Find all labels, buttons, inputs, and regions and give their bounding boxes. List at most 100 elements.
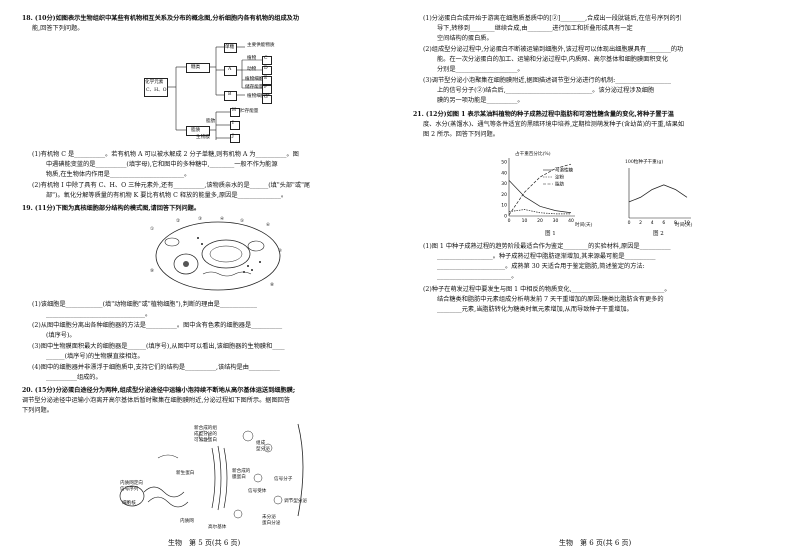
- node-e-box: [262, 76, 272, 85]
- chart1-xtick-label: 0: [508, 218, 511, 224]
- d-store1: 未分泌: [262, 515, 276, 520]
- d-store2: 蛋白分泌: [262, 521, 281, 526]
- r-l9: 膜的另一项功能是__________。: [437, 97, 524, 104]
- chart1-ytick-label: 40: [501, 170, 507, 176]
- q18-p2a: (2)有机物 I 中除了具有 C、H、O 三种元素外,还有__________,…: [32, 182, 311, 189]
- fig1-label: 图 1: [545, 231, 556, 237]
- chart1-legend-label: 脂肪: [555, 181, 564, 188]
- d-receptor: 信号受体: [248, 489, 267, 494]
- chart2-xtick-label: 6: [662, 220, 665, 226]
- r-l7: (3)调节型分泌小泡聚集在细胞膜附近,据图描述调节型分泌进行的机制:______…: [423, 77, 671, 84]
- q18-p2b: 部")。氧化分解等质量的有机物 K 要比有机物 C 释放的能量多,原因是____…: [46, 192, 288, 199]
- svg-text:④: ④: [220, 216, 224, 222]
- d-golgi: 高尔基体: [208, 525, 227, 530]
- chart1-series-line: [508, 163, 572, 216]
- node-g-label: G: [264, 95, 268, 100]
- q18-p1a: (1)有机物 C 是__________。若有机物 A 可以被水解成 2 分子单…: [32, 151, 299, 158]
- q19-p1b: ________________________________。: [46, 311, 152, 318]
- node-j-label: J: [232, 134, 234, 139]
- sugar-box: [186, 63, 210, 73]
- r-l4: (2)组成型分泌过程中,分泌蛋白不断被运输到细胞外,该过程可以体现出细胞膜具有_…: [423, 46, 684, 53]
- node-e-label: E: [264, 76, 268, 81]
- q18-intro: 18. (10分)如图表示生物组织中某些有机物相互关系及分布的概念图,分析细胞内…: [22, 15, 300, 22]
- svg-text:⑤: ⑤: [240, 218, 244, 224]
- d-er: 内质网: [180, 519, 194, 524]
- d-new1: 新合成的组: [194, 426, 217, 431]
- r-l2: 导下,转移到________继续合成,由________进行加工和折叠形成具有一…: [437, 25, 633, 32]
- r-l8: 上的信号分子(②)结合后,___________________________…: [437, 87, 655, 94]
- node-h-label: H: [232, 108, 237, 113]
- main-energy-label: 主要供能物质: [247, 43, 275, 48]
- right-footer: 生物 第 6 页(共 6 页): [559, 539, 632, 547]
- monosac-label: 单糖: [225, 45, 235, 50]
- d-signal: 信号分子: [274, 477, 293, 482]
- q20-secretion-diagram: [119, 423, 304, 519]
- q21-p2c: ________元素,当脂肪转化为糖类时氧元素增加,从而导致种子干重增加。: [437, 306, 633, 313]
- right-page: (1)分泌蛋白合成开始于游离在细胞质基质中的[②]________,合成出一段肽…: [397, 0, 794, 560]
- sugar-label: 糖类: [191, 65, 201, 70]
- r-l3: 空间结构的蛋白质。: [437, 35, 493, 42]
- chart2-xtick-label: 0: [628, 220, 631, 226]
- r-l6: 分别是____________________。: [437, 66, 524, 73]
- left-footer: 生物 第 5 页(共 6 页): [168, 539, 241, 547]
- chart1-xtick-label: 30: [553, 218, 559, 224]
- chart1-ytick-label: 10: [501, 203, 507, 209]
- q18-p1c: 物质,在生物体内作用是________________________。: [46, 171, 191, 178]
- q19-p4b: __________组成的。: [46, 374, 102, 381]
- d-er2: 信号序列: [120, 487, 139, 492]
- svg-text:⑦: ⑦: [278, 248, 282, 254]
- svg-text:⑨: ⑨: [150, 268, 154, 274]
- plant-label: 植物: [247, 56, 257, 61]
- chart1-legend-label: 淀粉: [555, 174, 564, 181]
- d-const2: 型分泌: [256, 447, 270, 452]
- monosac-box: [224, 43, 237, 53]
- node-h-box: [230, 108, 240, 117]
- chart1-ytick-label: 20: [501, 192, 507, 198]
- q21-p1b: __________________。种子成熟过程中脂肪逐渐增加,其来源最可能是…: [437, 253, 656, 260]
- node-i-label: I: [232, 121, 234, 126]
- d-reg: 调节型分泌: [284, 499, 307, 504]
- lipid-label: 脂质: [191, 128, 201, 133]
- chart1-series-line: [508, 180, 572, 214]
- q21-p1d: ________________________。: [437, 273, 518, 280]
- d-nucleus: 细胞核: [122, 501, 136, 506]
- node-c-label: C: [264, 56, 268, 61]
- node-j-box: [230, 134, 240, 143]
- q19-p1: (1)该细胞是____________(填"动物细胞"或"植物细胞"),判断的理…: [32, 301, 257, 308]
- q21-intro-3: 图 2 所示。回答下列问题。: [423, 131, 499, 138]
- node-b-label: B: [228, 92, 232, 97]
- c1-ylabel: 占干重百分比(%): [515, 152, 551, 157]
- left-page: 18. (10分)如图表示生物组织中某些有机物相互关系及分布的概念图,分析细胞内…: [22, 15, 311, 547]
- q19-p3: (3)图中生物膜面积最大的细胞器是______(填序号),从图中可以看出,该细胞…: [32, 343, 285, 350]
- node-g-box: [262, 95, 272, 104]
- c2-ylabel: 100粒种子干重(g): [625, 160, 664, 165]
- d-newmem2: 膜蛋白: [232, 475, 246, 480]
- node-i-box: [230, 121, 240, 130]
- fig2-label: 图 2: [653, 231, 664, 237]
- node-f-label: F: [264, 85, 268, 90]
- svg-text:⑧: ⑧: [270, 282, 274, 288]
- node-b-box: [224, 91, 237, 101]
- svg-text:⑥: ⑥: [266, 222, 270, 228]
- d-const: 组成: [256, 441, 266, 446]
- r-l5: 能。在一次分泌蛋白的加工、运输和分泌过程中,内质网、高尔基体和细胞膜面积变化: [437, 56, 668, 63]
- d-new3: 可溶性蛋白: [194, 438, 217, 443]
- q18-p1b: 中遇碘能变蓝的是__________(填字母),它和图中的多种糖中,______…: [46, 161, 278, 168]
- chart1-legend-label: 可溶性糖: [555, 167, 573, 174]
- q21-intro: 21. (12分)如图 1 表示某油料植物的种子成熟过程中脂肪和可溶性糖含量的变…: [413, 111, 674, 118]
- plant-store-label: 植物细胞: [245, 77, 264, 82]
- root-label: 化学元素: [145, 80, 164, 85]
- r-l1: (1)分泌蛋白合成开始于游离在细胞质基质中的[②]________,合成出一段肽…: [423, 15, 682, 22]
- chart2-xtick-label: 2: [639, 220, 642, 226]
- chart2-xtick-label: 10: [684, 220, 690, 226]
- svg-text:②: ②: [176, 218, 180, 224]
- fat-label: 脂肪: [206, 119, 216, 124]
- q19-p2: (2)从图中细胞分离出各种细胞器的方法是__________。图中含有色素的细胞…: [32, 322, 283, 329]
- node-a-box: [224, 66, 237, 76]
- d-newmem1: 新合成的: [232, 469, 251, 474]
- chart2-xtick-label: 8: [674, 220, 677, 226]
- svg-text:①: ①: [150, 226, 154, 232]
